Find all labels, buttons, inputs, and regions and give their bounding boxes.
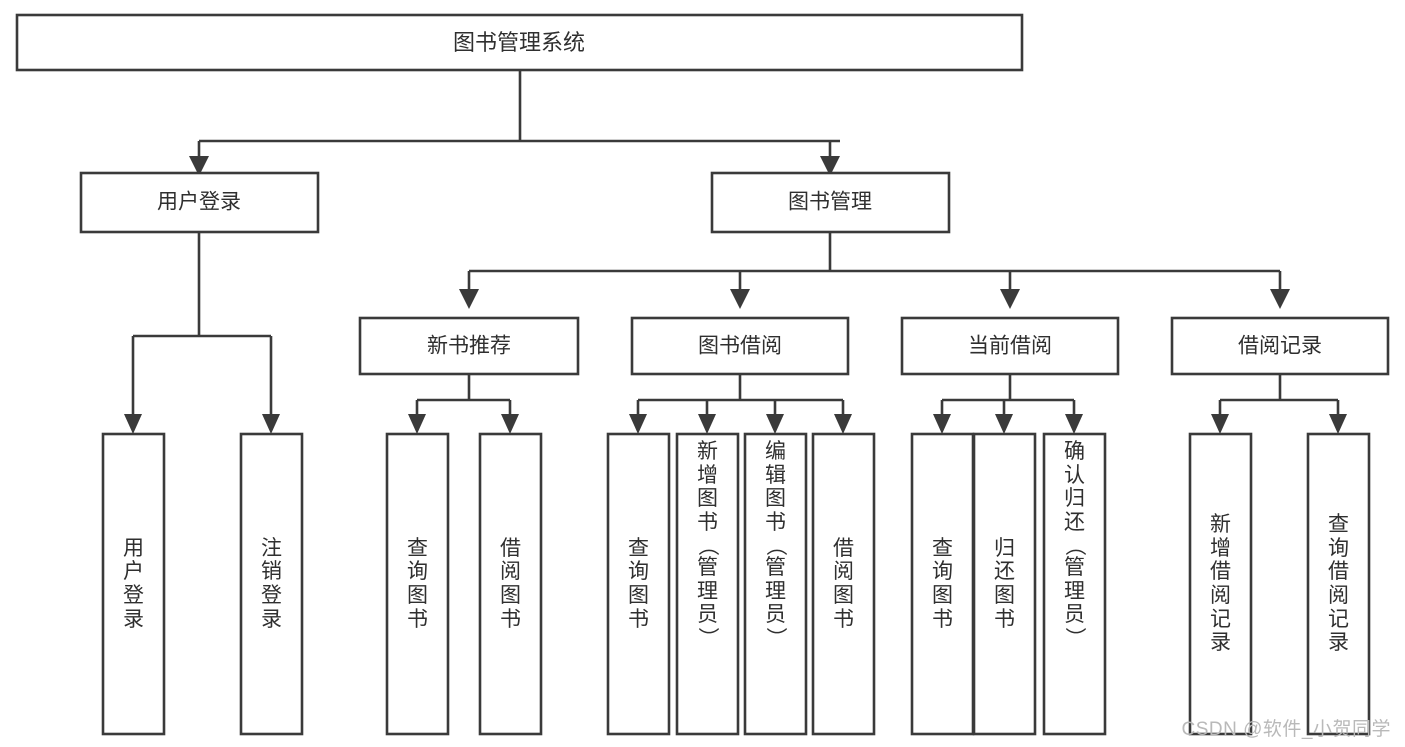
node-new-book-recommend[interactable]: 新书推荐 [358, 316, 580, 376]
connector-layer [124, 70, 1347, 434]
arrowhead-leaf-6 [698, 414, 716, 434]
arrowhead-leaf-3 [408, 414, 426, 434]
arrowhead-currentborrow [1000, 289, 1020, 309]
node-box-current-borrow[interactable] [900, 316, 1120, 376]
node-book-borrow[interactable]: 图书借阅 [630, 316, 850, 376]
arrowhead-leaf-2 [262, 414, 280, 434]
node-box-new-book-recommend[interactable] [358, 316, 580, 376]
node-system-root[interactable]: 图书管理系统 [15, 13, 1024, 72]
node-label-borrow-record: 借阅记录 [1238, 335, 1322, 358]
node-box-leaf-return-book[interactable] [972, 432, 1037, 736]
node-box-user-login[interactable] [79, 171, 320, 234]
arrowhead-leaf-11 [1065, 414, 1083, 434]
node-box-leaf-edit-book-admin[interactable] [743, 432, 808, 736]
csdn-watermark: CSDN @软件_小贺同学 [1181, 719, 1391, 740]
arrowhead-leaf-10 [995, 414, 1013, 434]
node-user-login[interactable]: 用户登录 [79, 171, 320, 234]
node-box-book-borrow[interactable] [630, 316, 850, 376]
arrowhead-leaf-12 [1211, 414, 1229, 434]
node-box-borrow-record[interactable] [1170, 316, 1390, 376]
arrowhead-borrowrecord [1270, 289, 1290, 309]
node-box-leaf-add-borrow-record[interactable] [1188, 432, 1253, 736]
node-label-new-book-recommend: 新书推荐 [427, 335, 511, 358]
arrowhead-leaf-8 [834, 414, 852, 434]
node-book-manage[interactable]: 图书管理 [710, 171, 951, 234]
node-box-leaf-confirm-return-admin[interactable] [1042, 432, 1107, 736]
arrowhead-leaf-1 [124, 414, 142, 434]
node-box-leaf-query-borrow-record[interactable] [1306, 432, 1371, 736]
node-box-leaf-user-logout[interactable] [239, 432, 304, 736]
node-label-current-borrow: 当前借阅 [968, 335, 1052, 358]
leaf-node-layer [101, 432, 1371, 736]
arrowhead-book-manage [820, 156, 840, 176]
arrowhead-newbook [459, 289, 479, 309]
node-label-user-login: 用户登录 [157, 191, 241, 214]
arrowhead-leaf-7 [766, 414, 784, 434]
node-box-leaf-query-book-3[interactable] [910, 432, 975, 736]
node-borrow-record[interactable]: 借阅记录 [1170, 316, 1390, 376]
node-box-leaf-borrow-book-1[interactable] [478, 432, 543, 736]
node-label-book-borrow: 图书借阅 [698, 335, 782, 358]
node-label-root: 图书管理系统 [453, 30, 585, 55]
arrowhead-leaf-13 [1329, 414, 1347, 434]
node-box-leaf-add-book-admin[interactable] [675, 432, 740, 736]
node-box-leaf-user-login[interactable] [101, 432, 166, 736]
node-box-root[interactable] [15, 13, 1024, 72]
node-box-leaf-query-book-1[interactable] [385, 432, 450, 736]
node-layer: 图书管理系统 用户登录 图书管理 新书推荐 图书借阅 [15, 13, 1390, 736]
node-label-book-manage: 图书管理 [788, 191, 872, 214]
node-box-leaf-borrow-book-2[interactable] [811, 432, 876, 736]
node-box-leaf-query-book-2[interactable] [606, 432, 671, 736]
arrowhead-leaf-9 [933, 414, 951, 434]
arrowhead-leaf-4 [501, 414, 519, 434]
arrowhead-bookborrow [730, 289, 750, 309]
node-box-book-manage[interactable] [710, 171, 951, 234]
arrowhead-user-login [189, 156, 209, 176]
node-current-borrow[interactable]: 当前借阅 [900, 316, 1120, 376]
arrowhead-leaf-5 [629, 414, 647, 434]
